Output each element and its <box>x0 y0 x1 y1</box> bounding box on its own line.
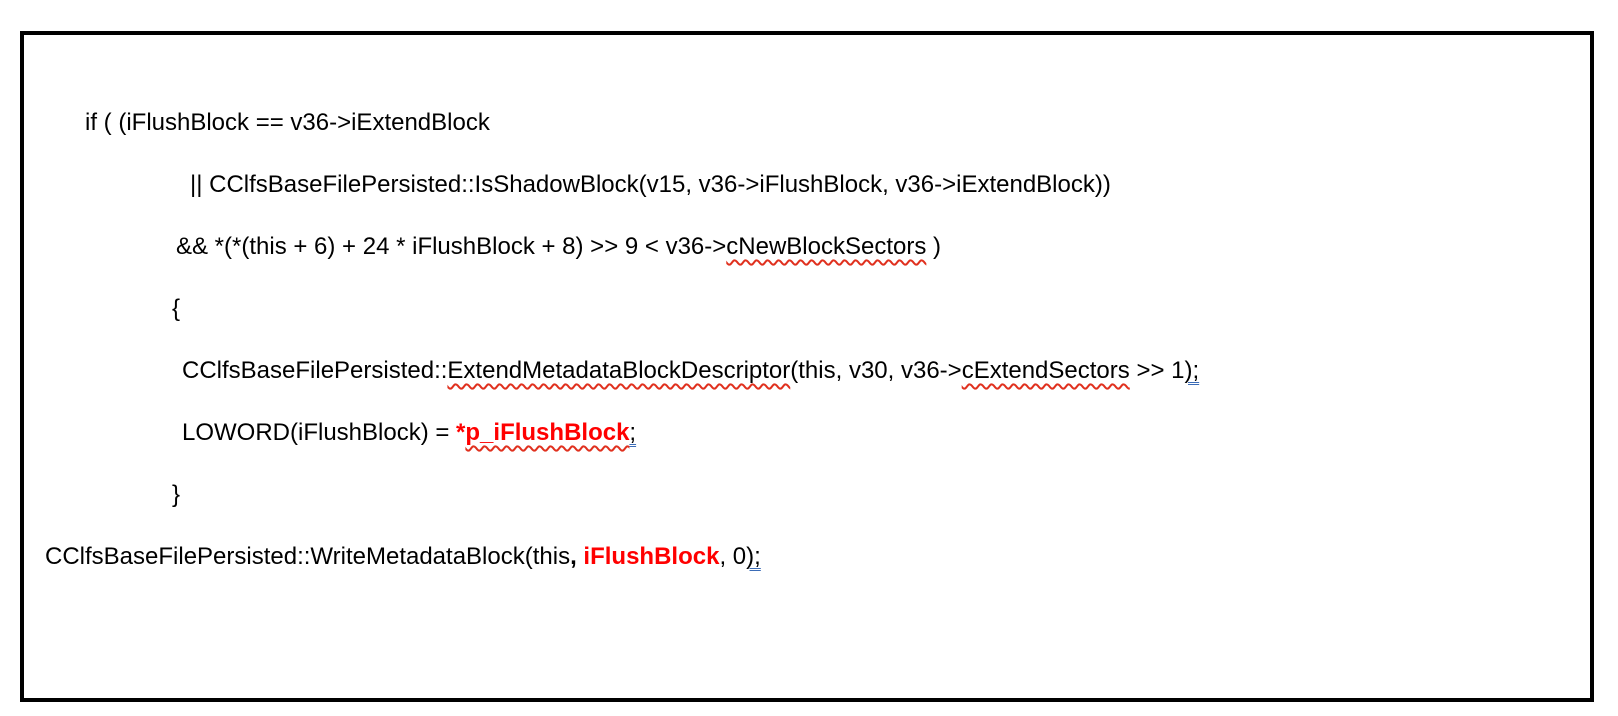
code-text: (this, v30, v36-> <box>790 357 962 384</box>
red-highlight-text: iFlushBlock <box>583 543 720 570</box>
code-text: CClfsBaseFilePersisted::WriteMetadataBlo… <box>45 543 571 570</box>
red-highlight-spellcheck-text: p_iFlushBlock <box>465 419 630 446</box>
code-line: { <box>172 292 180 326</box>
spellcheck-underlined-text: ExtendMetadataBlockDescriptor <box>447 357 791 384</box>
code-line: CClfsBaseFilePersisted::ExtendMetadataBl… <box>182 354 1199 388</box>
code-text: ) <box>926 233 942 260</box>
code-text-bold: , <box>570 543 577 570</box>
code-line: } <box>172 478 180 512</box>
code-text: LOWORD(iFlushBlock) = <box>182 419 457 446</box>
code-text: { <box>172 295 181 322</box>
spellcheck-underlined-text: cExtendSectors <box>961 357 1130 384</box>
code-frame-border <box>20 31 1594 702</box>
grammar-underlined-text: ); <box>1184 357 1200 384</box>
code-line: || CClfsBaseFilePersisted::IsShadowBlock… <box>190 168 1111 202</box>
code-text: if ( (iFlushBlock == v36->iExtendBlock <box>85 109 490 136</box>
code-text: >> 1 <box>1129 357 1185 384</box>
grammar-underlined-text: ; <box>629 419 637 446</box>
code-text: || CClfsBaseFilePersisted::IsShadowBlock… <box>190 171 1111 198</box>
code-text: CClfsBaseFilePersisted:: <box>182 357 448 384</box>
spellcheck-underlined-text: cNewBlockSectors <box>726 233 927 260</box>
grammar-underlined-text: ); <box>746 543 761 570</box>
code-text: , 0 <box>719 543 747 570</box>
code-line: LOWORD(iFlushBlock) = *p_iFlushBlock; <box>182 416 636 450</box>
code-text: } <box>172 481 181 508</box>
code-line: if ( (iFlushBlock == v36->iExtendBlock <box>85 106 490 140</box>
code-text: && *(*(this + 6) + 24 * iFlushBlock + 8)… <box>176 233 727 260</box>
code-line: && *(*(this + 6) + 24 * iFlushBlock + 8)… <box>176 230 941 264</box>
code-line: CClfsBaseFilePersisted::WriteMetadataBlo… <box>45 540 761 574</box>
red-highlight-text: * <box>456 419 466 446</box>
